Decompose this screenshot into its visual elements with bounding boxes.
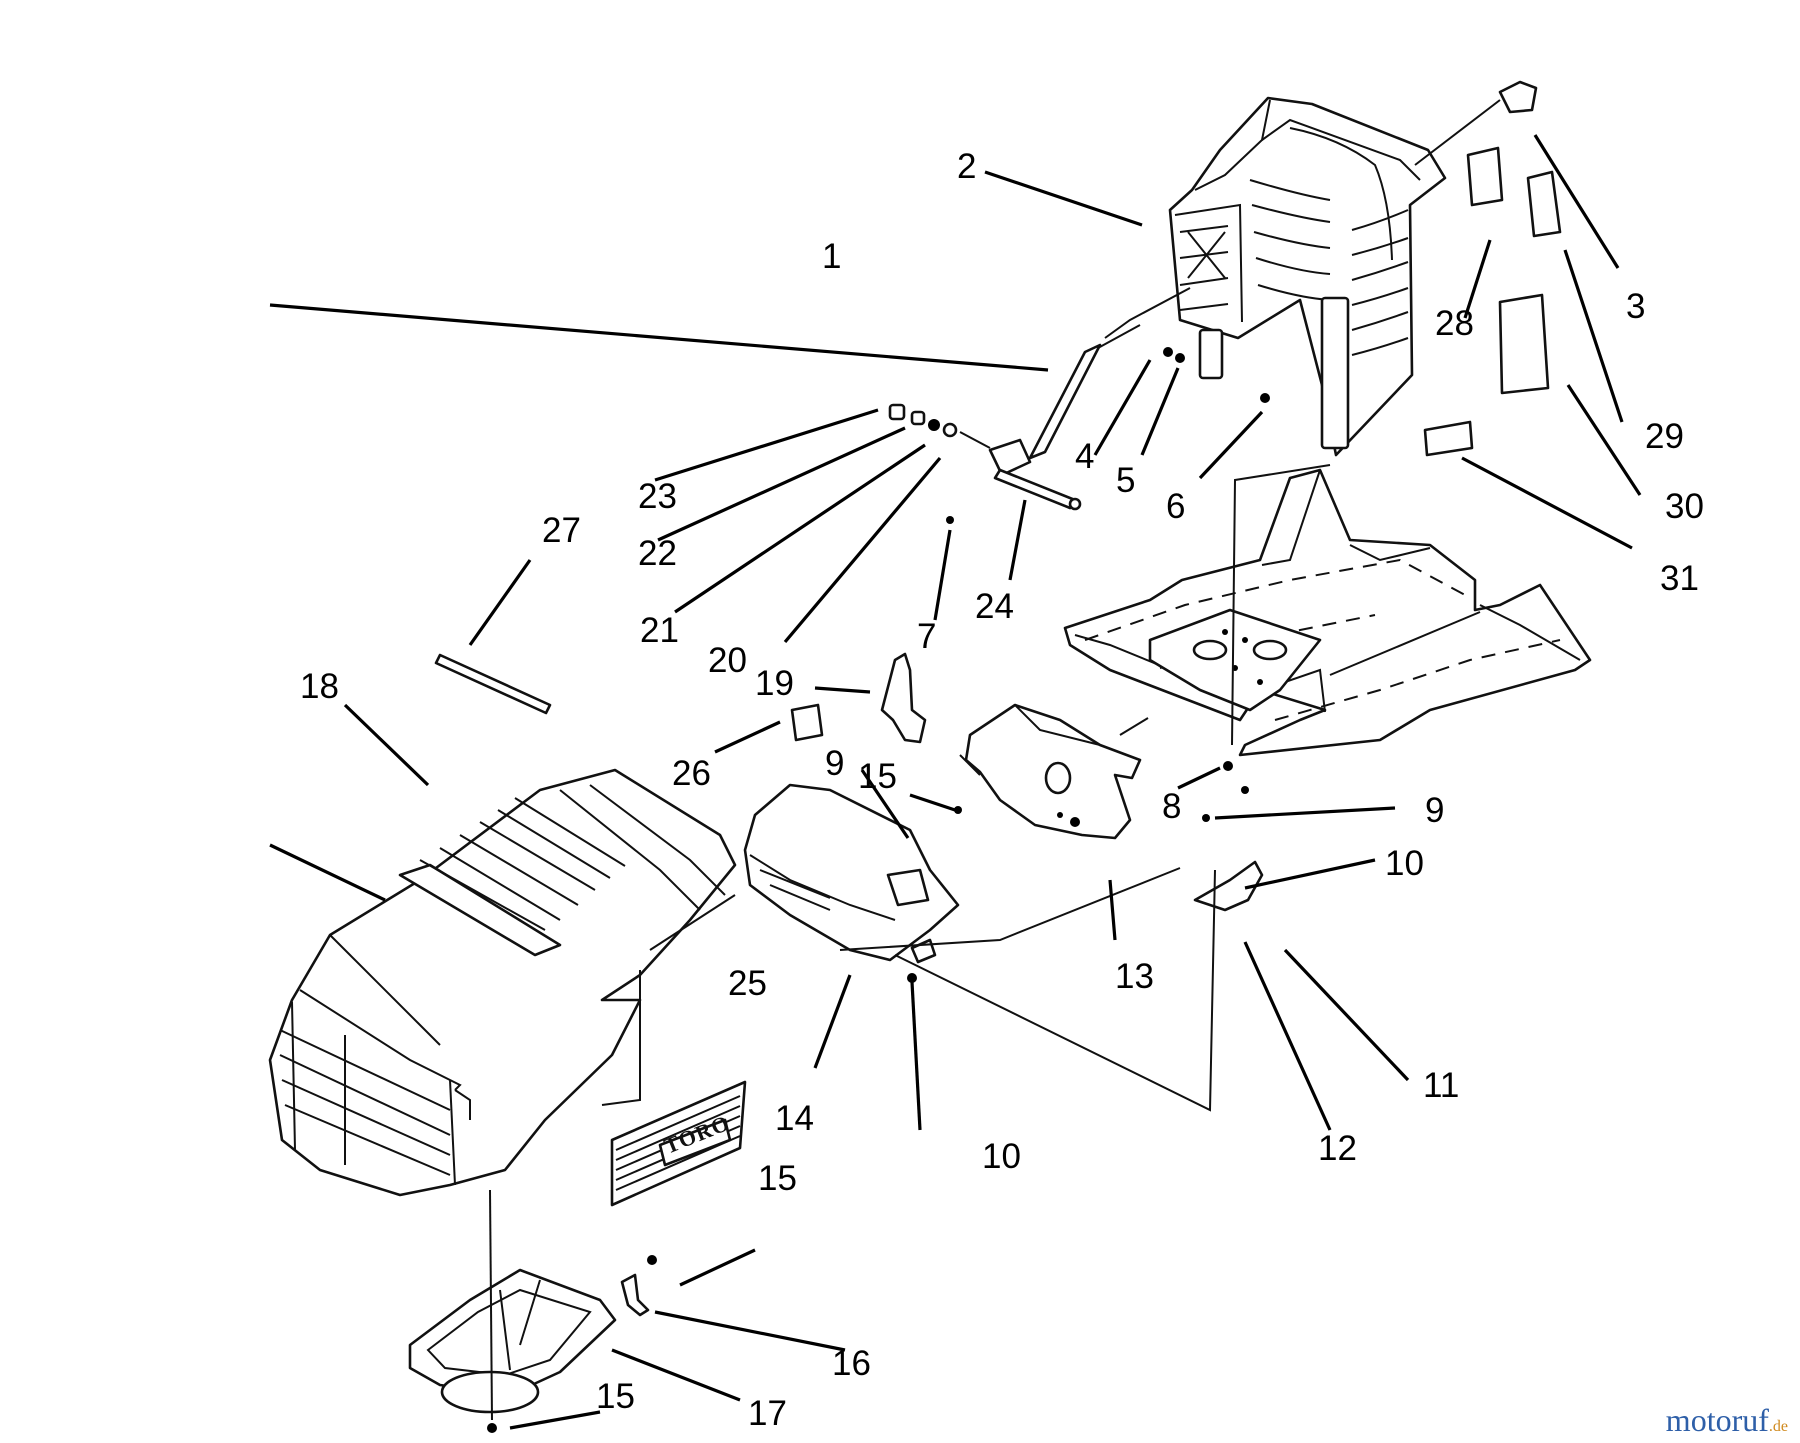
callout-1: 1 [822,237,841,276]
callout-16: 16 [832,1344,871,1383]
callout-4: 4 [1075,437,1094,476]
decals-right [1423,80,1562,457]
callout-26: 26 [672,754,711,793]
alignment-lines [489,99,1501,1421]
decal-part-28 [1466,146,1504,207]
callout-22: 22 [638,534,677,573]
callout-14: 14 [775,1099,814,1138]
watermark-main: motoruf [1665,1402,1769,1438]
callout-15a: 15 [858,757,897,796]
callout-5: 5 [1116,461,1135,500]
bracket-part-19 [880,652,927,744]
callout-2: 2 [957,147,976,186]
watermark-logo: motoruf.de [1666,1402,1788,1439]
side-grille-part: TORO [610,1080,747,1207]
callout-3: 3 [1626,287,1645,326]
fasteners [487,347,1270,1433]
hardware-stack [888,403,991,449]
callout-8: 8 [1162,787,1181,826]
callout-19: 19 [755,664,794,703]
callout-15b: 15 [758,1159,797,1198]
callout-27: 27 [542,511,581,550]
decal-part-31 [1423,420,1474,457]
watermark-tld: .de [1768,1418,1788,1435]
decal-part-26 [790,703,824,742]
hood-part [268,768,737,1197]
callout-17: 17 [748,1394,787,1433]
dash-tower-part [1168,96,1447,457]
callout-29: 29 [1645,417,1684,456]
callout-28: 28 [1435,304,1474,343]
lever-bracket-part [988,438,1082,511]
decal-part-30 [1498,293,1550,395]
callout-9b: 9 [1425,791,1444,830]
callout-13: 13 [1115,957,1154,996]
callout-10b: 10 [982,1137,1021,1176]
callout-10a: 10 [1385,844,1424,883]
callout-18: 18 [300,667,339,706]
callout-12: 12 [1318,1129,1357,1168]
callout-23: 23 [638,477,677,516]
knob-part-3 [1498,80,1538,114]
nose-fascia-part [743,783,960,964]
callout-11: 11 [1423,1066,1459,1105]
steering-shaft-part [1028,324,1141,460]
support-frame-part [408,1268,617,1414]
leader-lines [269,134,1642,1430]
callout-7: 7 [917,617,936,656]
callout-15c: 15 [596,1377,635,1416]
callout-labels: 1 2 3 4 5 6 7 8 9 9 10 10 11 12 13 14 15… [300,147,1704,1433]
bulkhead-panel-part [964,703,1142,840]
callout-21: 21 [640,611,679,650]
callout-25: 25 [728,964,767,1003]
decal-part-29 [1526,170,1562,238]
callout-20: 20 [708,641,747,680]
callout-30: 30 [1665,487,1704,526]
callout-24: 24 [975,587,1014,626]
strip-decal-part-27 [434,653,552,715]
callout-9a: 9 [825,744,844,783]
bracket-part-16 [620,1273,650,1317]
bracket-part-12 [1193,860,1264,912]
floor-pan-part [1063,468,1592,757]
callout-31: 31 [1660,559,1699,598]
callout-6: 6 [1166,487,1185,526]
